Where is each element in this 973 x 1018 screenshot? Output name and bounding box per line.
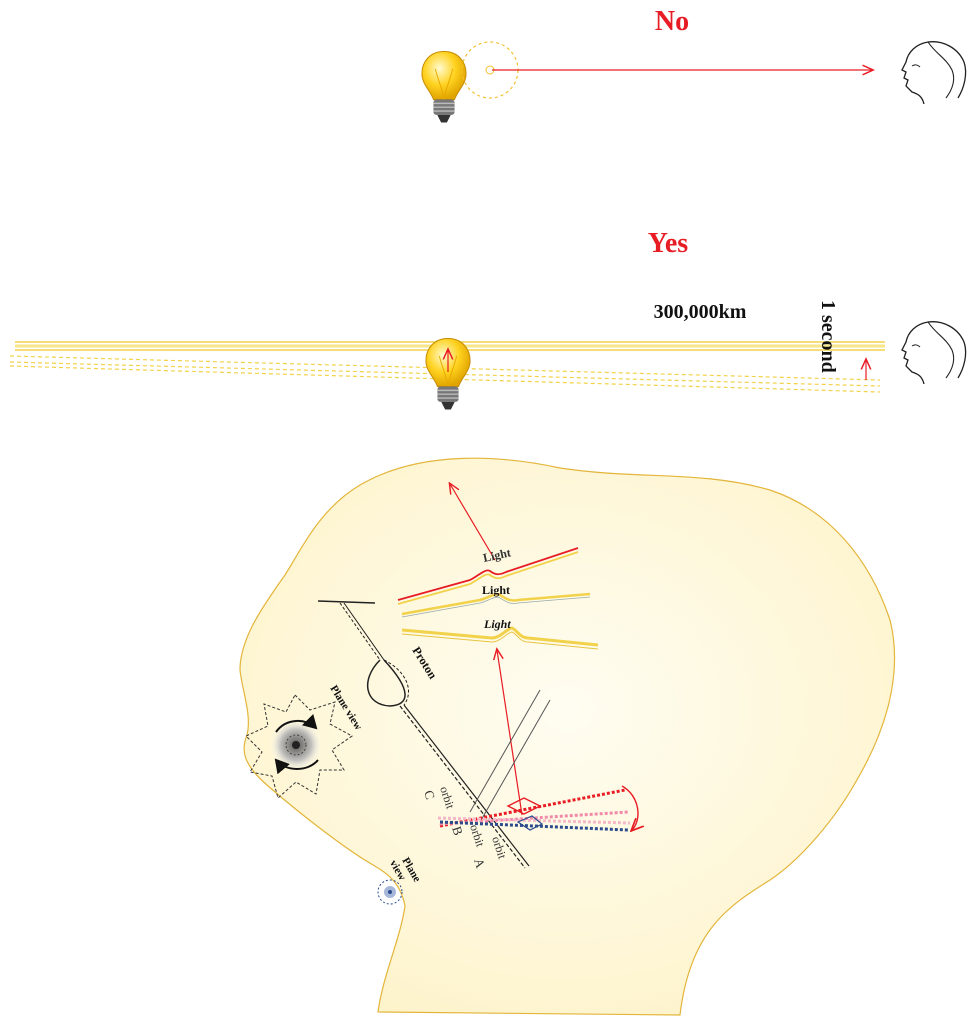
light-wave-middle: Light — [401, 583, 591, 618]
head-outline — [239, 457, 896, 1016]
light-label: Light — [483, 617, 511, 631]
observer-face-icon — [901, 41, 967, 105]
distance-label: 300,000km — [654, 301, 747, 323]
orbit-guide-line — [469, 689, 541, 813]
light-label: Light — [482, 545, 512, 565]
time-label: 1 second — [817, 300, 839, 373]
yes-section: Yes 300,000km 1 second — [9, 228, 967, 411]
emitted-light-arrow — [450, 484, 496, 561]
electron-tracks — [437, 785, 638, 830]
rotation-arrow — [621, 785, 638, 830]
orbit-a-label: orbit — [489, 835, 510, 862]
orbit-b-label: orbit — [467, 823, 488, 850]
head-section: Light Light Light Proton — [239, 457, 896, 1016]
no-section: No — [421, 6, 967, 124]
observer-face-icon — [901, 321, 967, 385]
light-wave-bottom: Light — [401, 617, 599, 650]
yes-label: Yes — [648, 228, 689, 259]
orbit-c-label: orbit — [437, 785, 458, 812]
no-label: No — [655, 6, 689, 37]
light-bulb-icon — [425, 337, 471, 411]
light-label: Light — [482, 583, 510, 597]
orbit-guide-line — [479, 699, 551, 823]
light-bulb-icon — [421, 50, 467, 124]
light-wave-top: Light — [397, 545, 579, 605]
photon-emission-arrow — [497, 650, 523, 816]
